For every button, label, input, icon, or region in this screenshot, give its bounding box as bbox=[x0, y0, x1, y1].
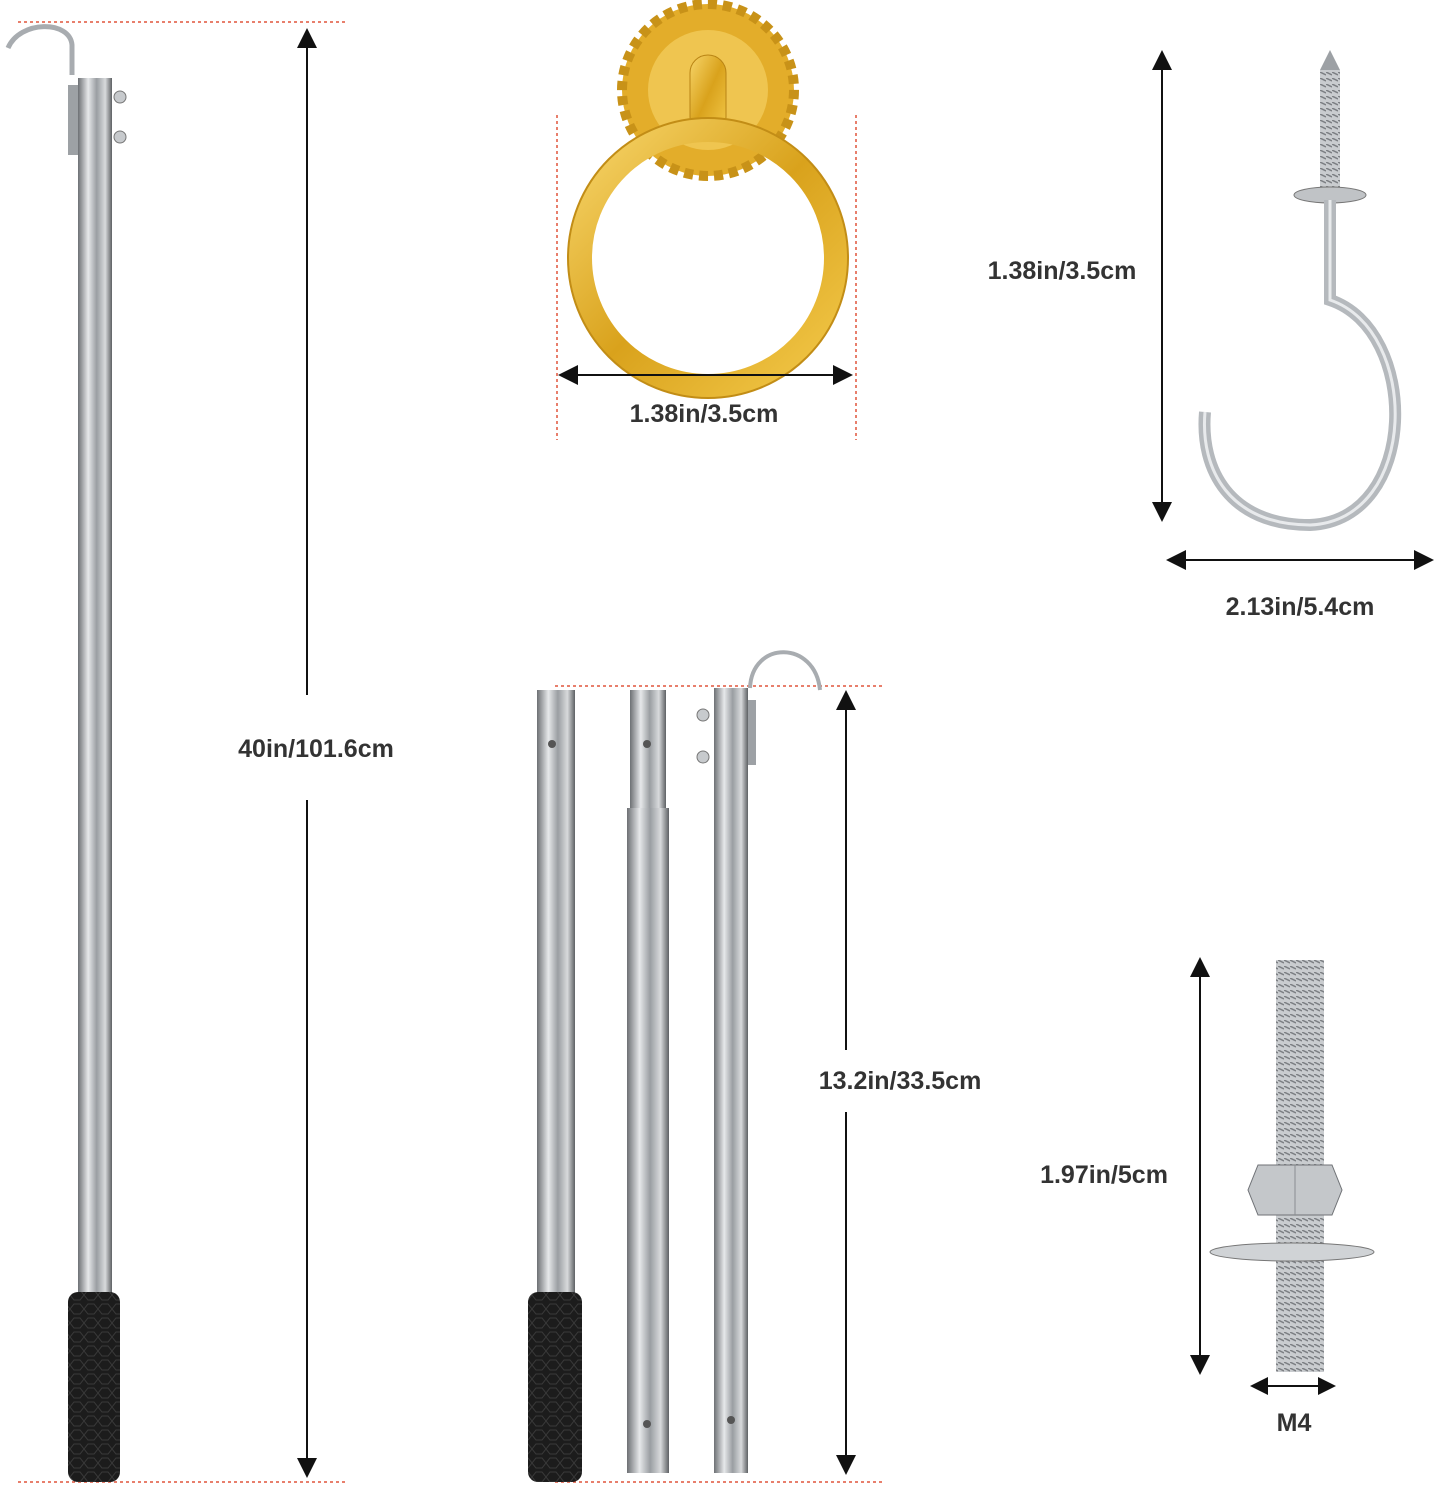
arrow-down-icon bbox=[1152, 502, 1172, 522]
arrow-left-icon bbox=[1250, 1377, 1268, 1395]
bolt-with-nut bbox=[1209, 960, 1375, 1372]
arrow-down-icon bbox=[836, 1455, 856, 1475]
total-length-label: 40in/101.6cm bbox=[238, 735, 394, 763]
dimension-bolt-length: 1.97in/5cm bbox=[1025, 957, 1210, 1375]
pole-section-1 bbox=[528, 690, 582, 1482]
bolt-length-label: 1.97in/5cm bbox=[1040, 1161, 1168, 1189]
grip-handle bbox=[68, 1292, 120, 1482]
dimension-section-length: 13.2in/33.5cm bbox=[819, 690, 982, 1475]
hook-width-label: 2.13in/5.4cm bbox=[1226, 593, 1375, 621]
arrow-up-icon bbox=[1190, 957, 1210, 977]
pole-sections bbox=[528, 650, 885, 1483]
bolt-size-label: M4 bbox=[1277, 1409, 1312, 1437]
arrow-right-icon bbox=[1414, 550, 1434, 570]
arrow-down-icon bbox=[1190, 1355, 1210, 1375]
arrow-left-icon bbox=[558, 365, 578, 385]
arrow-right-icon bbox=[1318, 1377, 1336, 1395]
arrow-left-icon bbox=[1166, 550, 1186, 570]
gold-ring bbox=[567, 0, 849, 399]
pole-section-2 bbox=[627, 690, 669, 1473]
screw-hook bbox=[1198, 50, 1402, 532]
assembled-pole bbox=[5, 21, 345, 1483]
dimension-ring-diameter: 1.38in/3.5cm bbox=[556, 115, 857, 440]
dimension-hook-height: 1.38in/3.5cm bbox=[970, 50, 1172, 522]
pole-hook-icon bbox=[748, 650, 822, 691]
dimension-total-length: 40in/101.6cm bbox=[238, 28, 394, 1478]
hook-height-label: 1.38in/3.5cm bbox=[988, 257, 1137, 285]
arrow-up-icon bbox=[1152, 50, 1172, 70]
arrow-up-icon bbox=[836, 690, 856, 710]
pole-section-3-with-hook bbox=[696, 650, 822, 1473]
section-length-label: 13.2in/33.5cm bbox=[819, 1067, 982, 1095]
dimension-bolt-size: M4 bbox=[1250, 1377, 1336, 1437]
pole-hook-icon bbox=[5, 24, 75, 75]
arrow-down-icon bbox=[297, 1458, 317, 1478]
arrow-right-icon bbox=[833, 365, 853, 385]
dimension-hook-width: 2.13in/5.4cm bbox=[1166, 550, 1434, 621]
ring-diameter-label: 1.38in/3.5cm bbox=[630, 400, 779, 428]
arrow-up-icon bbox=[297, 28, 317, 48]
